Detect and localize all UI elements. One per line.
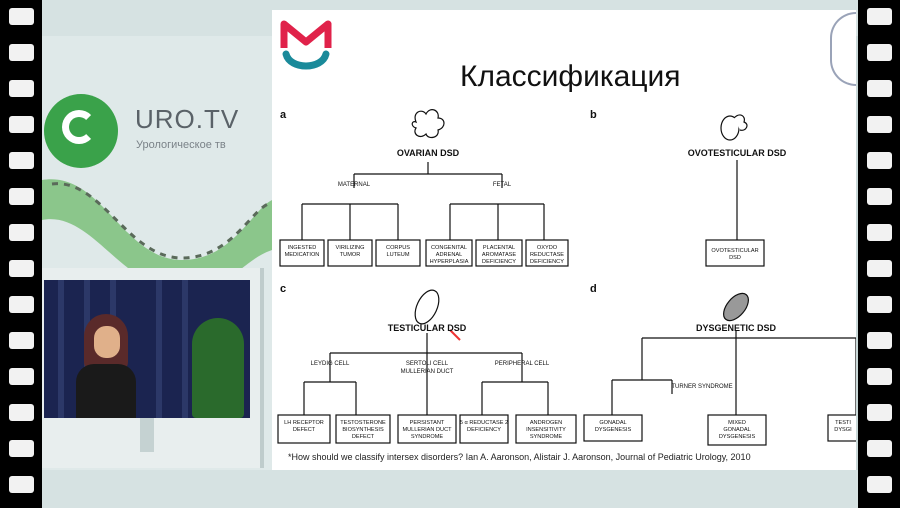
brand-name: URO.TV bbox=[135, 104, 240, 134]
panel-c-peripheral: PERIPHERAL CELL bbox=[495, 361, 550, 367]
panel-d-root: DYSGENETIC DSD bbox=[696, 323, 777, 333]
panel-d-leaf-label: GONADAL bbox=[723, 427, 750, 433]
panel-c-leaf-label: SYNDROME bbox=[530, 434, 563, 440]
bottom-bar bbox=[42, 470, 858, 508]
film-hole bbox=[867, 332, 892, 349]
panel-a-letter: a bbox=[280, 109, 287, 121]
film-hole bbox=[9, 404, 34, 421]
dsd-classification-diagram: a b c d OVARIAN DSD OVOTESTICULAR DSD TE… bbox=[277, 109, 856, 446]
monitor-stand bbox=[140, 418, 154, 452]
film-hole bbox=[867, 44, 892, 61]
panel-a-leaf-label: LUTEUM bbox=[387, 252, 410, 258]
panel-b-leaf-label: DSD bbox=[729, 255, 741, 261]
panel-c-leaf-label: PERSISTANT bbox=[410, 420, 445, 426]
film-hole bbox=[867, 224, 892, 241]
panel-a-leaf-label: DEFICIENCY bbox=[530, 259, 564, 265]
film-hole bbox=[9, 332, 34, 349]
panel-c-leaf-label: ANDROGEN bbox=[530, 420, 562, 426]
film-hole bbox=[9, 368, 34, 385]
speaker-figure bbox=[76, 314, 136, 418]
film-hole bbox=[867, 260, 892, 277]
slide-title: Классификация bbox=[460, 60, 681, 93]
panel-a-leaf-label: DEFICIENCY bbox=[482, 259, 516, 265]
panel-b-root: OVOTESTICULAR DSD bbox=[688, 148, 787, 158]
uro-tv-logo-icon bbox=[44, 94, 118, 168]
panel-a-maternal: MATERNAL bbox=[338, 182, 371, 188]
panel-d-leaf-label: TESTI bbox=[835, 420, 851, 426]
panel-a-fetal: FETAL bbox=[493, 182, 512, 188]
panel-a-leaf-label: REDUCTASE bbox=[530, 252, 564, 258]
panel-a-leaf-label: OXYDO bbox=[537, 245, 558, 251]
university-logo-icon bbox=[280, 20, 332, 70]
panel-c-sertoli: SERTOLI CELL bbox=[406, 361, 449, 367]
film-hole bbox=[867, 116, 892, 133]
brand-tagline: Урологическое тв bbox=[136, 139, 226, 151]
film-hole bbox=[9, 296, 34, 313]
film-hole bbox=[867, 152, 892, 169]
film-hole bbox=[9, 260, 34, 277]
panel-c-leaf-label: DEFECT bbox=[352, 434, 375, 440]
panel-c-leaf-label: MULLERIAN DUCT bbox=[402, 427, 452, 433]
film-hole bbox=[9, 152, 34, 169]
panel-c-leaf-label: BIOSYNTHESIS bbox=[342, 427, 384, 433]
speaker-video[interactable] bbox=[44, 280, 250, 418]
film-hole bbox=[867, 404, 892, 421]
panel-a-leaf-label: INGESTED bbox=[288, 245, 317, 251]
panel-a-leaf-label: MEDICATION bbox=[285, 252, 320, 258]
panel-a-leaf-label: AROMATASE bbox=[482, 252, 517, 258]
panel-c-leaf-label: SYNDROME bbox=[411, 434, 444, 440]
panel-c-root: TESTICULAR DSD bbox=[388, 323, 467, 333]
panel-d-letter: d bbox=[590, 283, 597, 295]
panel-c-letter: c bbox=[280, 283, 286, 295]
film-hole bbox=[867, 296, 892, 313]
film-hole bbox=[867, 188, 892, 205]
film-strip-right bbox=[858, 0, 900, 508]
panel-c-leaf-label: 5 α REDUCTASE 2 bbox=[460, 420, 508, 426]
plant-decoration bbox=[192, 318, 244, 418]
panel-c-leaf-label: LH RECEPTOR bbox=[284, 420, 324, 426]
film-hole bbox=[9, 476, 34, 493]
film-hole bbox=[9, 80, 34, 97]
panel-a-leaf-label: PLACENTAL bbox=[483, 245, 515, 251]
film-hole bbox=[867, 368, 892, 385]
film-hole bbox=[867, 476, 892, 493]
panel-c-leaf-label: INSENSITIVITY bbox=[526, 427, 566, 433]
film-reel-graphic bbox=[42, 179, 272, 290]
citation-text: *How should we classify intersex disorde… bbox=[288, 452, 751, 462]
panel-a-root: OVARIAN DSD bbox=[397, 148, 460, 158]
panel-a-leaf-label: HYPERPLASIA bbox=[430, 259, 469, 265]
panel-c-mullerian: MULLERIAN DUCT bbox=[401, 369, 454, 375]
panel-a-leaf-label: VIRILIZING bbox=[336, 245, 365, 251]
film-hole bbox=[867, 80, 892, 97]
presentation-slide: Классификация bbox=[272, 10, 856, 470]
film-hole bbox=[9, 224, 34, 241]
panel-c-leaf-label: TESTOSTERONE bbox=[340, 420, 386, 426]
panel-d-leaf-label: GONADAL bbox=[599, 420, 626, 426]
panel-c-leaf-label: DEFICIENCY bbox=[467, 427, 501, 433]
panel-a-leaf-label: CORPUS bbox=[386, 245, 410, 251]
panel-d-leaf-label: DYSGI bbox=[834, 427, 852, 433]
panel-b-letter: b bbox=[590, 109, 597, 121]
film-strip-left bbox=[0, 0, 42, 508]
film-hole bbox=[9, 188, 34, 205]
film-hole bbox=[867, 8, 892, 25]
panel-c-leydig: LEYDIG CELL bbox=[311, 361, 350, 367]
panel-d-leaf-label: MIXED bbox=[728, 420, 746, 426]
panel-a-leaf-label: CONGENITAL bbox=[431, 245, 467, 251]
panel-d-turner: TURNER SYNDROME bbox=[671, 384, 732, 390]
panel-d-leaf-label: DYSGENESIS bbox=[719, 434, 756, 440]
film-hole bbox=[9, 44, 34, 61]
panel-a-leaf-label: TUMOR bbox=[340, 252, 361, 258]
film-hole bbox=[9, 116, 34, 133]
film-hole bbox=[9, 440, 34, 457]
panel-d-leaf-label: DYSGENESIS bbox=[595, 427, 632, 433]
panel-b-leaf-label: OVOTESTICULAR bbox=[711, 248, 758, 254]
video-frame: URO.TV Урологическое тв Классификация bbox=[42, 0, 858, 508]
panel-a-leaf-label: ADRENAL bbox=[436, 252, 462, 258]
panel-c-leaf-label: DEFECT bbox=[293, 427, 316, 433]
film-hole bbox=[9, 8, 34, 25]
film-hole bbox=[867, 440, 892, 457]
